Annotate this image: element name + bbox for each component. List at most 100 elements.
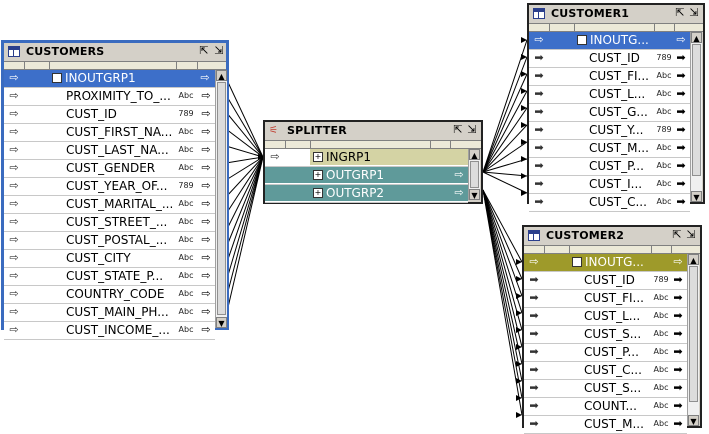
maximize-icon[interactable]: ⇱ — [675, 6, 685, 19]
group-row[interactable]: ⇨ −INOUTG... ⇨ — [529, 32, 690, 50]
scroll-down-icon[interactable]: ▼ — [216, 317, 227, 328]
attribute-row[interactable]: ➡CUST_S...Abc➡ — [524, 326, 687, 344]
input-arrow-icon: ⇨ — [9, 251, 19, 264]
attribute-row[interactable]: ⇨CUST_YEAR_OF...789⇨ — [4, 178, 215, 196]
maximize-icon[interactable]: ⇱ — [199, 44, 209, 57]
attribute-row[interactable]: ➡CUST_P...Abc➡ — [524, 344, 687, 362]
group-row[interactable]: ⇨ −INOUTG... ⇨ — [524, 254, 687, 272]
attribute-row[interactable]: ➡CUST_FI...Abc➡ — [529, 68, 690, 86]
input-arrow-icon: ➡ — [676, 87, 686, 100]
scroll-thumb[interactable] — [689, 266, 698, 402]
scroll-up-icon[interactable]: ▲ — [688, 254, 699, 265]
maximize-icon[interactable]: ⇱ — [672, 228, 682, 241]
vertical-scrollbar[interactable]: ▲ ▼ — [468, 149, 480, 200]
datatype-label: Abc — [178, 127, 194, 136]
attribute-row[interactable]: ⇨PROXIMITY_TO_...Abc⇨ — [4, 88, 215, 106]
collapse-icon[interactable]: − — [572, 256, 582, 267]
attribute-row[interactable]: ➡CUST_FI...Abc➡ — [524, 290, 687, 308]
scroll-up-icon[interactable]: ▲ — [469, 149, 480, 160]
input-arrow-icon: ⇨ — [9, 125, 19, 138]
attribute-row[interactable]: ➡COUNT...Abc➡ — [524, 398, 687, 416]
customer1-titlebar[interactable]: CUSTOMER1 ⇱ ⇲ — [529, 5, 703, 24]
input-arrow-icon: ➡ — [676, 123, 686, 136]
scroll-up-icon[interactable]: ▲ — [216, 70, 227, 81]
datatype-label: Abc — [656, 161, 672, 170]
splitter-to-customer2-line — [482, 189, 523, 365]
attribute-row[interactable]: ➡CUST_S...Abc➡ — [524, 380, 687, 398]
attribute-name: CUST_STATE_P... — [66, 269, 164, 283]
attribute-row[interactable]: ➡CUST_C...Abc➡ — [529, 194, 690, 212]
splitter-to-customer1-line — [482, 56, 528, 173]
scroll-down-icon[interactable]: ▼ — [688, 415, 699, 426]
input-arrow-icon: ➡ — [673, 417, 683, 430]
group-row-ingrp1[interactable]: ⇨ +INGRP1 — [265, 149, 468, 167]
attribute-row[interactable]: ➡CUST_L...Abc➡ — [524, 308, 687, 326]
attribute-row[interactable]: ⇨CUST_FIRST_NA...Abc⇨ — [4, 124, 215, 142]
vertical-scrollbar[interactable]: ▲ ▼ — [215, 70, 227, 328]
vertical-scrollbar[interactable]: ▲ ▼ — [690, 32, 702, 202]
group-row-outgrp1[interactable]: +OUTGRP1 ⇨ — [265, 167, 468, 185]
scroll-thumb[interactable] — [217, 82, 226, 315]
attribute-row[interactable]: ⇨CUST_MAIN_PH...Abc⇨ — [4, 304, 215, 322]
attribute-name: CUST_GENDER — [66, 161, 156, 175]
maximize-icon[interactable]: ⇱ — [453, 123, 463, 136]
expand-icon[interactable]: + — [313, 187, 323, 198]
attribute-row[interactable]: ➡CUST_M...Abc➡ — [524, 416, 687, 434]
attribute-row[interactable]: ⇨CUST_MARITAL_...Abc⇨ — [4, 196, 215, 214]
attribute-row[interactable]: ➡CUST_L...Abc➡ — [529, 86, 690, 104]
attribute-row[interactable]: ⇨CUST_POSTAL_...Abc⇨ — [4, 232, 215, 250]
scroll-down-icon[interactable]: ▼ — [469, 189, 480, 200]
attribute-row[interactable]: ⇨CUST_STREET_...Abc⇨ — [4, 214, 215, 232]
attribute-row[interactable]: ➡CUST_M...Abc➡ — [529, 140, 690, 158]
attribute-row[interactable]: ⇨CUST_STATE_P...Abc⇨ — [4, 268, 215, 286]
attribute-row[interactable]: ➡CUST_Y...789➡ — [529, 122, 690, 140]
attribute-row[interactable]: ⇨CUST_LAST_NA...Abc⇨ — [4, 142, 215, 160]
attribute-name: CUST_INCOME_... — [66, 323, 170, 337]
attribute-row[interactable]: ➡CUST_G...Abc➡ — [529, 104, 690, 122]
datatype-label: Abc — [178, 253, 194, 262]
minimize-icon[interactable]: ⇲ — [214, 44, 224, 57]
attribute-row[interactable]: ➡CUST_C...Abc➡ — [524, 362, 687, 380]
group-row-outgrp2[interactable]: +OUTGRP2 ⇨ — [265, 185, 468, 203]
arrowhead-icon — [521, 37, 527, 43]
attribute-row[interactable]: ➡CUST_P...Abc➡ — [529, 158, 690, 176]
attribute-row[interactable]: ➡CUST_I...Abc➡ — [529, 176, 690, 194]
splitter-titlebar[interactable]: ⚟ SPLITTER ⇱ ⇲ — [265, 122, 481, 141]
arrowhead-icon — [521, 122, 527, 128]
attribute-name: CUST_P... — [584, 345, 639, 359]
scroll-up-icon[interactable]: ▲ — [691, 32, 702, 43]
input-arrow-icon: ➡ — [676, 51, 686, 64]
collapse-icon[interactable]: − — [52, 72, 62, 83]
scroll-thumb[interactable] — [692, 44, 701, 176]
splitter-to-customer2-line — [482, 189, 523, 331]
customer2-titlebar[interactable]: CUSTOMER2 ⇱ ⇲ — [524, 227, 700, 246]
vertical-scrollbar[interactable]: ▲ ▼ — [687, 254, 699, 426]
attribute-row[interactable]: ⇨CUST_INCOME_...Abc⇨ — [4, 322, 215, 340]
minimize-icon[interactable]: ⇲ — [467, 123, 477, 136]
expand-icon[interactable]: + — [313, 151, 323, 162]
customers-operator[interactable]: CUSTOMERS ⇱ ⇲ ⇨ −INOUTGRP1 ⇨ ⇨PROXIMITY_… — [1, 40, 229, 340]
group-row[interactable]: ⇨ −INOUTGRP1 ⇨ — [4, 70, 215, 88]
datatype-label: Abc — [178, 199, 194, 208]
collapse-icon[interactable]: − — [577, 34, 587, 45]
expand-icon[interactable]: + — [313, 169, 323, 180]
scroll-thumb[interactable] — [470, 161, 479, 188]
splitter-operator[interactable]: ⚟ SPLITTER ⇱ ⇲ ⇨ +INGRP1 +OUTGRP1 ⇨ +OUT… — [263, 120, 483, 204]
customers-titlebar[interactable]: CUSTOMERS ⇱ ⇲ — [4, 43, 226, 62]
group-label: INOUTG... — [590, 33, 649, 47]
input-arrow-icon: ⇨ — [9, 143, 19, 156]
attribute-name: CUST_I... — [589, 177, 643, 191]
input-arrow-icon: ⇨ — [9, 287, 19, 300]
customers-to-splitter-line — [225, 156, 264, 164]
minimize-icon[interactable]: ⇲ — [689, 6, 699, 19]
scroll-down-icon[interactable]: ▼ — [691, 191, 702, 202]
minimize-icon[interactable]: ⇲ — [686, 228, 696, 241]
